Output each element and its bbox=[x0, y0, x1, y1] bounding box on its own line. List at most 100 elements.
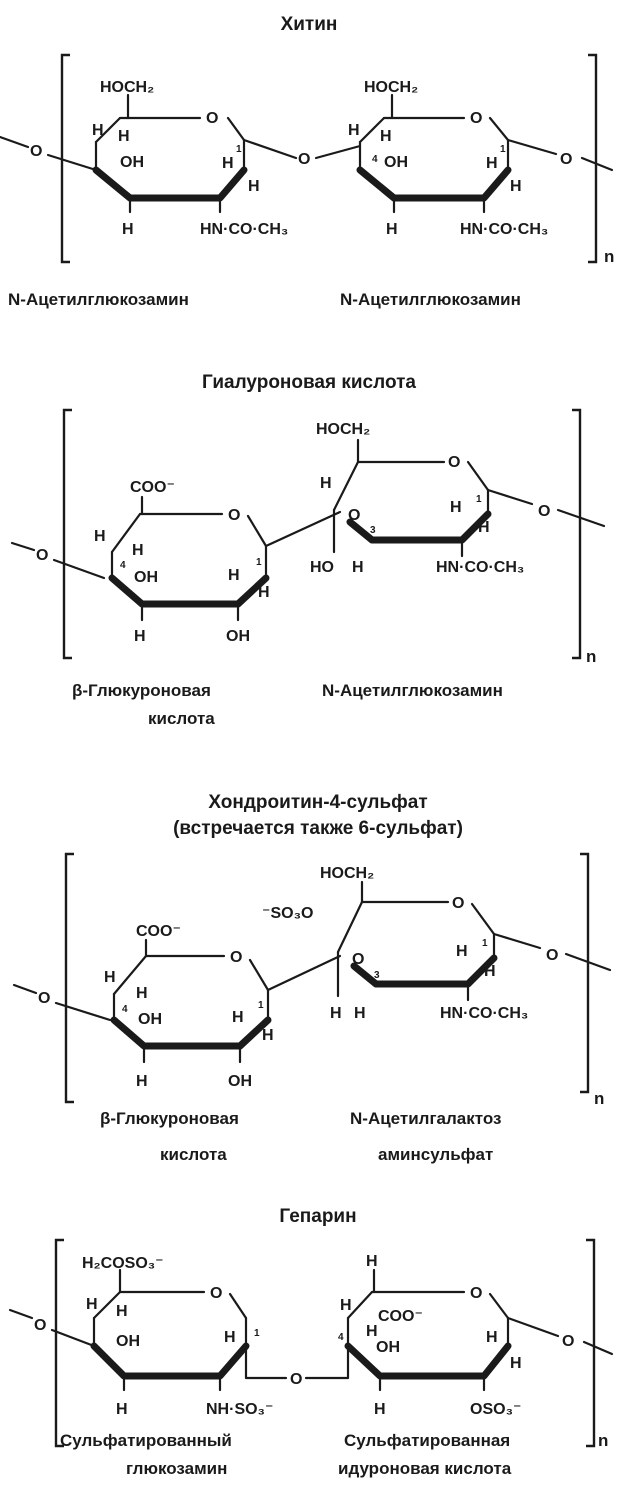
svg-text:H: H bbox=[484, 963, 496, 980]
svg-text:H: H bbox=[222, 155, 234, 172]
hyaluronic-right-ring: HOCH₂ O H O 3 H 1 H HO H HN·CO·CH₃ O bbox=[310, 421, 606, 576]
svg-text:HN·CO·CH₃: HN·CO·CH₃ bbox=[436, 559, 524, 576]
heparin-right-unit-name-2: идуроновая кислота bbox=[338, 1459, 512, 1478]
hyaluronic-left-bracket bbox=[62, 408, 72, 660]
svg-text:H: H bbox=[132, 542, 144, 559]
heparin-section: Гепарин n O H₂COSO₃⁻ O H H OH 1 H H bbox=[8, 1206, 614, 1478]
chondroitin-left-bracket bbox=[64, 852, 74, 1104]
svg-text:4: 4 bbox=[372, 154, 378, 165]
hyaluronic-right-unit-name: N-Ацетилглюкозамин bbox=[322, 681, 503, 700]
svg-text:1: 1 bbox=[476, 494, 482, 505]
svg-text:O: O bbox=[38, 990, 50, 1007]
hyaluronic-section: Гиалуроновая кислота n O COO⁻ O H 4 H OH… bbox=[10, 372, 606, 728]
svg-text:H: H bbox=[94, 528, 106, 545]
svg-text:O: O bbox=[470, 110, 482, 127]
chondroitin-section: Хондроитин-4-сульфат (встречается также … bbox=[12, 792, 612, 1164]
svg-text:O: O bbox=[348, 507, 360, 524]
svg-text:NH·SO₃⁻: NH·SO₃⁻ bbox=[206, 1401, 273, 1418]
svg-text:H: H bbox=[92, 122, 104, 139]
heparin-right-bracket bbox=[586, 1238, 596, 1448]
svg-text:OH: OH bbox=[138, 1011, 162, 1028]
svg-text:O: O bbox=[228, 507, 240, 524]
svg-text:H: H bbox=[320, 475, 332, 492]
svg-text:4: 4 bbox=[122, 1004, 128, 1015]
chondroitin-left-unit-name-1: β-Глюкуроновая bbox=[100, 1109, 239, 1128]
hyaluronic-title: Гиалуроновая кислота bbox=[202, 372, 416, 393]
chitin-left-ring: O HOCH₂ O H H OH 1 H H H HN·CO·CH₃ bbox=[0, 79, 298, 238]
svg-text:OSO₃⁻: OSO₃⁻ bbox=[470, 1401, 521, 1418]
chitin-left-bracket bbox=[60, 53, 70, 264]
svg-text:HN·CO·CH₃: HN·CO·CH₃ bbox=[200, 221, 288, 238]
svg-text:H: H bbox=[510, 1355, 522, 1372]
svg-text:OH: OH bbox=[384, 154, 408, 171]
svg-text:H: H bbox=[134, 628, 146, 645]
svg-text:HOCH₂: HOCH₂ bbox=[316, 421, 370, 438]
svg-text:O: O bbox=[230, 949, 242, 966]
chitin-section: Хитин n O HOCH₂ O H H OH 1 H H bbox=[0, 14, 614, 309]
svg-text:HOCH₂: HOCH₂ bbox=[100, 79, 154, 96]
svg-text:H: H bbox=[86, 1296, 98, 1313]
svg-text:HN·CO·CH₃: HN·CO·CH₃ bbox=[460, 221, 548, 238]
svg-text:O: O bbox=[210, 1285, 222, 1302]
svg-text:H: H bbox=[354, 1005, 366, 1022]
chondroitin-right-ring: HOCH₂ ⁻SO₃O O O 3 H 1 H H H HN·CO·CH₃ O bbox=[262, 865, 612, 1022]
svg-text:OH: OH bbox=[226, 628, 250, 645]
svg-text:H₂COSO₃⁻: H₂COSO₃⁻ bbox=[82, 1255, 164, 1272]
svg-text:1: 1 bbox=[256, 557, 262, 568]
heparin-left-unit-name-1: Сульфатированный bbox=[60, 1431, 232, 1450]
chondroitin-left-unit-name-2: кислота bbox=[160, 1145, 227, 1164]
svg-text:H: H bbox=[486, 1329, 498, 1346]
svg-text:OH: OH bbox=[116, 1333, 140, 1350]
svg-text:H: H bbox=[380, 128, 392, 145]
svg-text:1: 1 bbox=[236, 144, 242, 155]
svg-text:H: H bbox=[386, 221, 398, 238]
svg-text:3: 3 bbox=[374, 970, 380, 981]
svg-text:HOCH₂: HOCH₂ bbox=[320, 865, 374, 882]
svg-text:H: H bbox=[348, 122, 360, 139]
svg-text:3: 3 bbox=[370, 525, 376, 536]
svg-text:O: O bbox=[30, 143, 42, 160]
chitin-repeat-n: n bbox=[604, 247, 614, 266]
chitin-title: Хитин bbox=[281, 14, 338, 35]
svg-text:1: 1 bbox=[258, 1000, 264, 1011]
svg-text:H: H bbox=[224, 1329, 236, 1346]
chondroitin-title: Хондроитин-4-сульфат bbox=[208, 792, 427, 813]
svg-text:OH: OH bbox=[120, 154, 144, 171]
svg-text:H: H bbox=[248, 178, 260, 195]
svg-text:H: H bbox=[116, 1303, 128, 1320]
svg-text:O: O bbox=[560, 151, 572, 168]
svg-text:H: H bbox=[366, 1253, 378, 1270]
svg-text:H: H bbox=[228, 567, 240, 584]
svg-text:H: H bbox=[456, 943, 468, 960]
chondroitin-left-ring: O COO⁻ O H 4 H OH 1 H H H OH bbox=[12, 923, 342, 1090]
svg-text:OH: OH bbox=[376, 1339, 400, 1356]
svg-text:O: O bbox=[34, 1317, 46, 1334]
svg-text:H: H bbox=[136, 985, 148, 1002]
svg-text:O: O bbox=[352, 951, 364, 968]
svg-text:COO⁻: COO⁻ bbox=[130, 479, 175, 496]
chitin-right-bracket bbox=[588, 53, 598, 264]
hyaluronic-left-unit-name-1: β-Глюкуроновая bbox=[72, 681, 211, 700]
svg-text:O: O bbox=[448, 454, 460, 471]
svg-text:1: 1 bbox=[482, 938, 488, 949]
svg-text:O: O bbox=[452, 895, 464, 912]
svg-text:HO: HO bbox=[310, 559, 334, 576]
heparin-left-ring: O H₂COSO₃⁻ O H H OH 1 H H NH·SO₃⁻ bbox=[8, 1255, 288, 1418]
svg-text:O: O bbox=[36, 547, 48, 564]
svg-text:H: H bbox=[510, 178, 522, 195]
svg-text:H: H bbox=[374, 1401, 386, 1418]
chondroitin-right-unit-name-1: N-Ацетилгалактоз bbox=[350, 1109, 501, 1128]
svg-text:OH: OH bbox=[134, 569, 158, 586]
svg-text:4: 4 bbox=[120, 560, 126, 571]
chondroitin-subtitle: (встречается также 6-сульфат) bbox=[173, 818, 463, 839]
hyaluronic-repeat-n: n bbox=[586, 647, 596, 666]
svg-text:4: 4 bbox=[338, 1332, 344, 1343]
heparin-left-bracket bbox=[54, 1238, 64, 1448]
svg-text:O: O bbox=[206, 110, 218, 127]
heparin-repeat-n: n bbox=[598, 1431, 608, 1450]
svg-text:O: O bbox=[562, 1333, 574, 1350]
svg-text:H: H bbox=[118, 128, 130, 145]
hyaluronic-left-ring: O COO⁻ O H 4 H OH 1 H H H OH bbox=[10, 479, 342, 645]
svg-text:1: 1 bbox=[500, 144, 506, 155]
